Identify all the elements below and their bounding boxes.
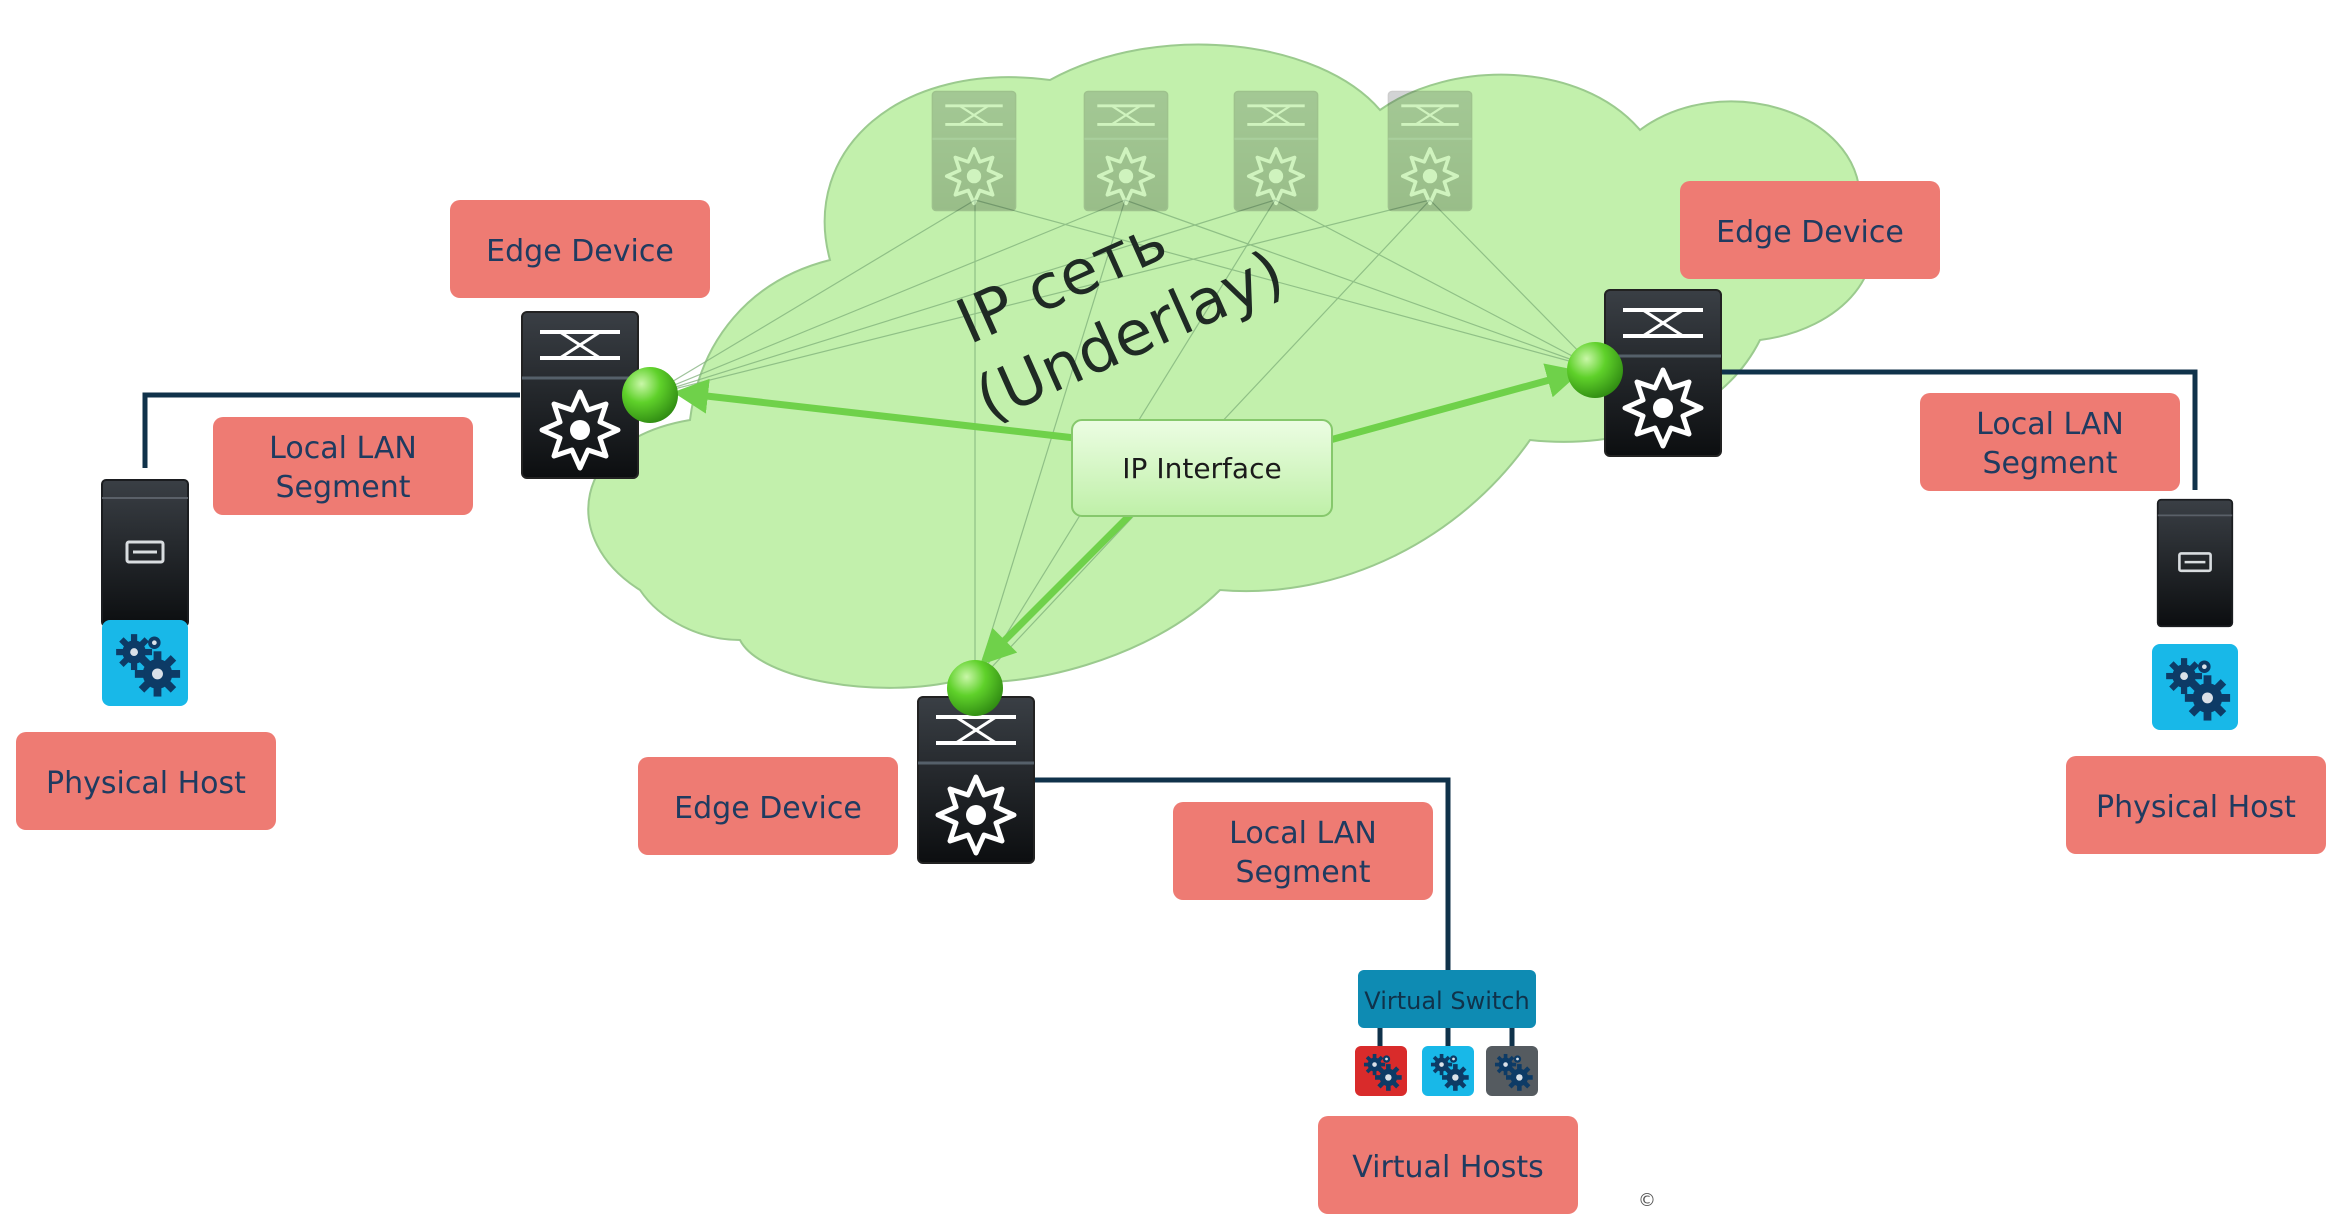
virtual-switch-label: Virtual Switch [1364, 987, 1529, 1015]
edge-device-bottom [918, 697, 1034, 863]
physical-host-label: Physical Host [2096, 790, 2296, 825]
label-edge-left: Edge Device [450, 200, 710, 298]
label-lan-bottom: Local LAN Segment [1173, 802, 1433, 900]
ip-interface-box: IP Interface [1071, 419, 1333, 517]
lan-segment-label-line2: Segment [276, 470, 411, 505]
label-edge-bottom: Edge Device [638, 757, 898, 855]
edge-device-label: Edge Device [674, 791, 862, 826]
spine-switch-icon [930, 90, 1018, 212]
virtual-host-icons [1355, 1046, 1538, 1096]
label-edge-right: Edge Device [1680, 181, 1940, 279]
label-virtual-hosts: Virtual Hosts [1318, 1116, 1578, 1214]
physical-host-label: Physical Host [46, 766, 246, 801]
virtual-hosts-label: Virtual Hosts [1352, 1150, 1544, 1185]
interface-node-right [1567, 342, 1623, 398]
interface-nodes [622, 342, 1623, 716]
footnote-mark: © [1638, 1190, 1656, 1211]
lan-segment-label-line1: Local LAN [1229, 816, 1377, 851]
lan-segment-label-line1: Local LAN [1976, 407, 2124, 442]
label-physical-host-left: Physical Host [16, 732, 276, 830]
lan-segment-label-line2: Segment [1236, 855, 1371, 890]
server-icon [2156, 498, 2234, 628]
server-icon [100, 478, 190, 628]
spine-switch-icon [1232, 90, 1320, 212]
label-physical-host-right: Physical Host [2066, 756, 2326, 854]
underlay-cloud [587, 43, 1874, 689]
edge-switch-icon [522, 312, 638, 478]
ip-interface-label: IP Interface [1122, 452, 1281, 485]
edge-device-left [522, 312, 638, 478]
interface-node-left [622, 367, 678, 423]
spine-switch-icon [1082, 90, 1170, 212]
spine-switch-icon [1386, 90, 1474, 212]
edge-device-label: Edge Device [1716, 215, 1904, 250]
label-lan-left: Local LAN Segment [213, 417, 473, 515]
interface-node-bottom [947, 660, 1003, 716]
lan-links [142, 369, 2198, 1048]
lan-segment-label-line2: Segment [1983, 446, 2118, 481]
virtual-switch: Virtual Switch [1358, 970, 1536, 1028]
physical-host-right [2152, 498, 2238, 730]
label-lan-right: Local LAN Segment [1920, 393, 2180, 491]
lan-segment-label-line1: Local LAN [269, 431, 417, 466]
edge-switch-icon [918, 697, 1034, 863]
physical-host-left [100, 478, 190, 706]
ip-interface-arrows [673, 363, 1582, 665]
edge-device-label: Edge Device [486, 234, 674, 269]
